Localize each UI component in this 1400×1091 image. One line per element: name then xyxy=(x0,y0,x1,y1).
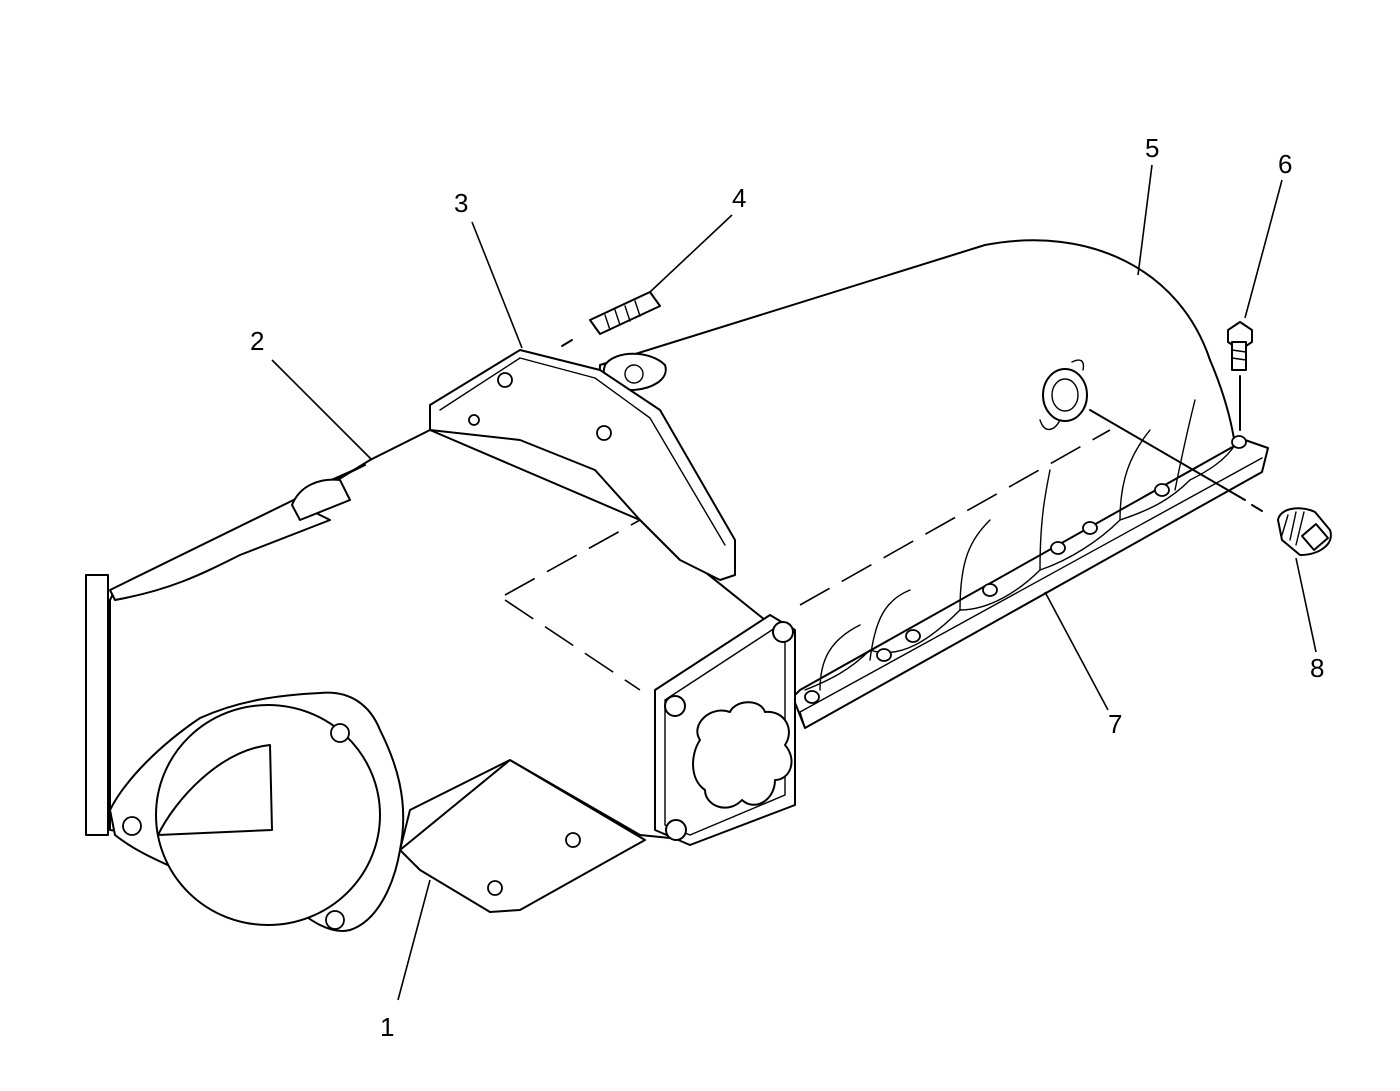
callout-1: 1 xyxy=(380,1012,394,1042)
stud-bolt xyxy=(561,291,661,347)
callout-2: 2 xyxy=(250,326,264,356)
callout-5: 5 xyxy=(1145,133,1159,163)
callout-7: 7 xyxy=(1108,709,1122,739)
callouts: 1 2 3 4 5 6 7 8 xyxy=(250,133,1324,1042)
pipe-plug xyxy=(1089,409,1332,556)
hex-bolt xyxy=(1227,321,1253,431)
housing-gasket xyxy=(429,349,736,581)
leader-lines xyxy=(271,164,1317,1001)
callout-3: 3 xyxy=(454,188,468,218)
callout-6: 6 xyxy=(1278,149,1292,179)
throttle-housing xyxy=(85,429,1111,932)
flange-bolts xyxy=(664,621,794,841)
gasket-holes xyxy=(804,435,1247,704)
callout-8: 8 xyxy=(1310,653,1324,683)
star-knob xyxy=(692,701,793,809)
callout-4: 4 xyxy=(732,183,746,213)
